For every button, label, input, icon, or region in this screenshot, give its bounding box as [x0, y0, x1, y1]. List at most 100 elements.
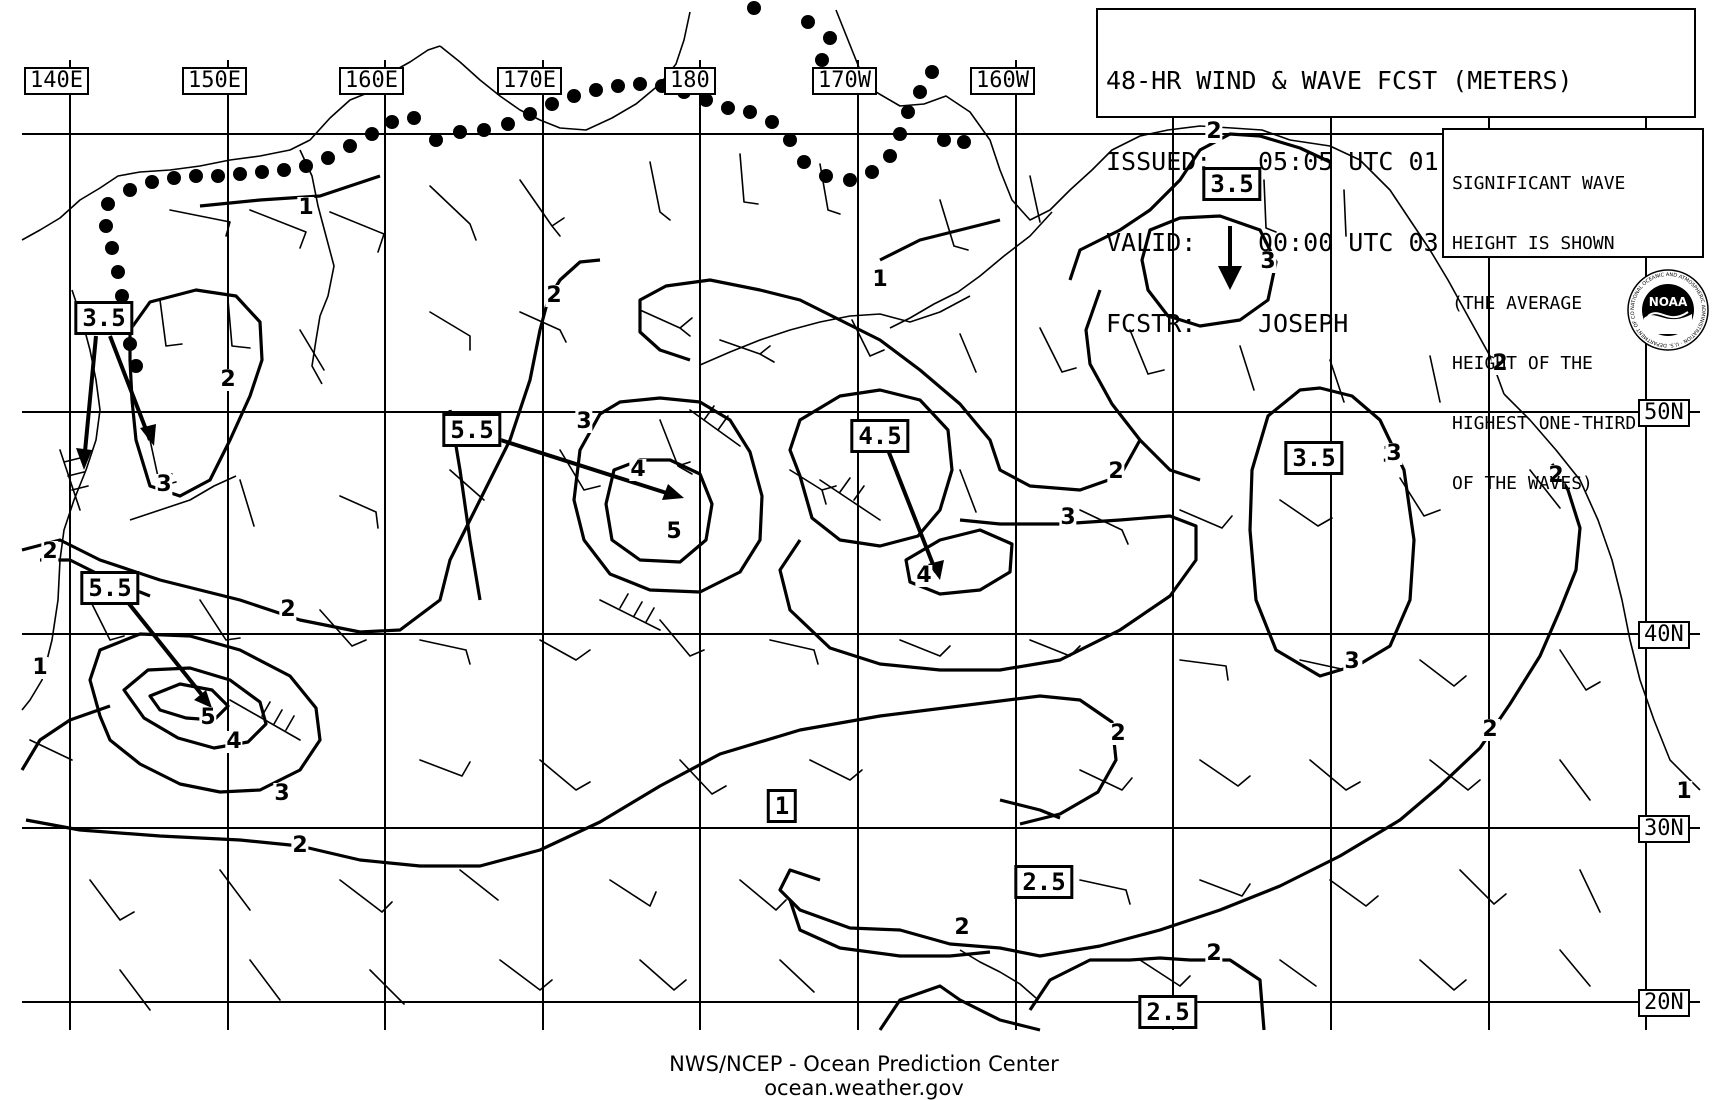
forecaster-row: FCSTR: JOSEPH [1106, 310, 1686, 337]
contour-label: 3 [1259, 249, 1277, 274]
contour-label: 1 [1675, 779, 1693, 804]
contour-3-gulf [1248, 386, 1416, 678]
contour-3-ak-low [1140, 214, 1278, 328]
contour-2-pacific-nw [1028, 956, 1266, 1031]
wave-height-box: 5.5 [80, 571, 140, 605]
storm-arrows [82, 226, 1232, 702]
contour-1-north [199, 174, 381, 208]
contour-label: 2 [279, 597, 297, 622]
note-line: HEIGHT OF THE [1452, 353, 1593, 374]
contour-label: 1 [31, 655, 49, 680]
wave-height-box: 2.5 [1014, 865, 1074, 899]
contour-5-kuril [148, 682, 230, 722]
contour-label: 3 [155, 472, 173, 497]
contour-1-bering [879, 218, 1001, 262]
coast-kamchatka [299, 149, 335, 385]
contour-label: 3 [1059, 505, 1077, 530]
lat-label-50n: 50N [1638, 399, 1690, 427]
contour-2-nw [1068, 132, 1331, 281]
contour-label: 2 [219, 367, 237, 392]
contour-label: 2 [1107, 459, 1125, 484]
lon-label-150e: 150E [182, 67, 247, 95]
contour-label: 2 [1205, 119, 1223, 144]
wave-height-note: SIGNIFICANT WAVE HEIGHT IS SHOWN (THE AV… [1442, 128, 1704, 494]
lon-label-160e: 160E [339, 67, 404, 95]
coast-gulf-alaska [1289, 139, 1505, 395]
contour-label: 2 [1109, 721, 1127, 746]
contour-label: 4 [225, 729, 243, 754]
valid-label: VALID: [1106, 228, 1197, 257]
footer-line-1: NWS/NCEP - Ocean Prediction Center [669, 1052, 1059, 1076]
forecast-header: 48-HR WIND & WAVE FCST (METERS) ISSUED:0… [1096, 8, 1696, 337]
wave-height-box: 3.5 [1284, 441, 1344, 475]
coast-alaska-west [835, 9, 1291, 221]
contour-45-storm [788, 388, 954, 548]
lon-label-180: 180 [664, 67, 716, 95]
contour-label: 2 [291, 833, 309, 858]
contour-3-alaska [1084, 289, 1201, 482]
footer-credit: NWS/NCEP - Ocean Prediction Center ocean… [0, 1052, 1728, 1100]
contour-2-southwest [20, 704, 111, 771]
contour-2-south-edge [878, 984, 1041, 1032]
wind-barbs [29, 153, 1601, 1011]
wave-contours [20, 132, 1582, 1032]
note-line: OF THE WAVES) [1452, 473, 1593, 494]
footer-line-2[interactable]: ocean.weather.gov [764, 1076, 964, 1100]
contour-label: 3 [575, 409, 593, 434]
hawaii [959, 949, 1037, 999]
note-line: HEIGHT IS SHOWN [1452, 233, 1615, 254]
lat-label-30n: 30N [1638, 815, 1690, 843]
note-line: (THE AVERAGE [1452, 293, 1583, 314]
contour-label: 2 [1481, 717, 1499, 742]
note-line: SIGNIFICANT WAVE [1452, 173, 1626, 194]
coast-alaska-peninsula [889, 211, 1053, 329]
contour-label: 1 [871, 267, 889, 292]
lon-label-170w: 170W [812, 67, 877, 95]
contour-2-central [999, 798, 1061, 820]
contour-2-hawaii [788, 899, 991, 958]
contour-4-mid [604, 458, 714, 564]
noaa-logo-text: NOAA [1649, 295, 1688, 309]
contour-label: 2 [1205, 941, 1223, 966]
wave-height-box: 4.5 [850, 419, 910, 453]
forecaster-label: FCSTR: [1106, 309, 1197, 338]
wave-height-box: 5.5 [442, 413, 502, 447]
lat-label-40n: 40N [1638, 621, 1690, 649]
contour-label: 5 [665, 519, 683, 544]
noaa-logo: NATIONAL OCEANIC AND ATMOSPHERIC ADMINIS… [1626, 268, 1709, 351]
wave-height-box: 3.5 [1202, 167, 1262, 201]
issued-label: ISSUED: [1106, 147, 1212, 176]
contour-label: 3 [1343, 649, 1361, 674]
contour-label: 1 [297, 195, 315, 220]
coast-north-america [1503, 393, 1701, 791]
coast-sakhalin-japan [21, 289, 101, 711]
forecast-title: 48-HR WIND & WAVE FCST (METERS) [1106, 66, 1573, 95]
contour-label: 3 [273, 781, 291, 806]
lon-label-160w: 160W [970, 67, 1035, 95]
coast-anadyr [439, 11, 691, 131]
storm-arrowheads [76, 266, 1242, 708]
lat-label-20n: 20N [1638, 989, 1690, 1017]
contour-3-west [128, 288, 264, 498]
contour-label: 4 [629, 457, 647, 482]
contour-label: 5 [199, 705, 217, 730]
contour-3-mid [572, 396, 764, 594]
lon-label-140e: 140E [24, 67, 89, 95]
contour-4-kuril [122, 666, 268, 750]
contour-3-central [778, 514, 1198, 672]
contour-label: 3 [1385, 441, 1403, 466]
note-line: HIGHEST ONE-THIRD [1452, 413, 1637, 434]
lon-label-170e: 170E [497, 67, 562, 95]
contour-label: 2 [41, 539, 59, 564]
contour-label: 4 [915, 563, 933, 588]
contour-label: 2 [1547, 463, 1565, 488]
contour-label: 2 [1491, 351, 1509, 376]
contour-2-aleut [638, 278, 1142, 492]
contour-label: 2 [545, 283, 563, 308]
contour-label: 2 [953, 915, 971, 940]
contour-2-south [25, 694, 1118, 868]
wave-height-box: 1 [766, 789, 798, 823]
wave-height-box: 2.5 [1138, 995, 1198, 1029]
forecaster-value: JOSEPH [1258, 309, 1349, 338]
